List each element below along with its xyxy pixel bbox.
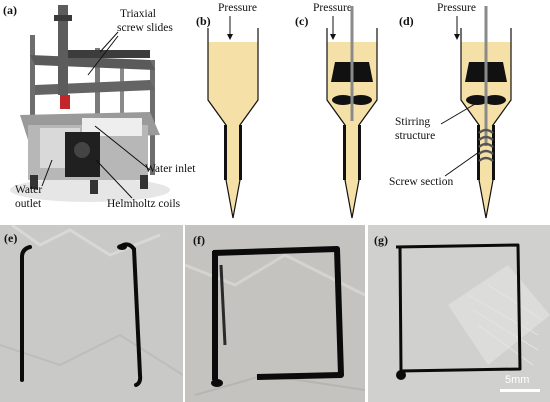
panel-d-pressure-label: Pressure (437, 2, 476, 14)
panel-b-schematic: (b) Pressure (190, 0, 295, 222)
print-f-photo-illustration (185, 225, 365, 402)
panel-c-schematic: (c) Pressure (295, 0, 395, 222)
annotation-outlet: outlet (15, 198, 42, 210)
panel-c-pressure-label: Pressure (313, 2, 352, 14)
panel-b-label: (b) (196, 14, 211, 28)
panel-f-photo: (f) (185, 225, 365, 402)
nozzle-b-drawing (207, 16, 259, 219)
panel-d-label: (d) (399, 14, 414, 28)
panel-a-leader-lines (41, 31, 151, 199)
annotation-helmholtz-coils: Helmholtz coils (107, 198, 181, 210)
nozzle-c-drawing (326, 6, 378, 219)
annotation-screw-slides: screw slides (117, 22, 173, 34)
panel-b-pressure-label: Pressure (218, 2, 257, 14)
panel-f-label: (f) (193, 233, 205, 247)
panel-g-photo: (g) 5mm (368, 225, 550, 402)
print-e-photo-illustration (0, 225, 183, 402)
print-g-photo-illustration (368, 225, 550, 402)
annotation-water: Water (15, 184, 43, 196)
scale-bar-label: 5mm (505, 374, 530, 386)
panel-c-label: (c) (295, 14, 309, 28)
panel-a-photo: (a) Triaxial screw slides Water inlet Wa… (0, 0, 195, 222)
panel-d-stirring-label-1: Stirring (395, 116, 431, 128)
annotation-water-inlet: Water inlet (145, 163, 196, 175)
panel-d-schematic: (d) Pressure Stirring structure Screw se… (389, 0, 550, 222)
nozzle-d-drawing (440, 6, 512, 219)
panel-g-label: (g) (374, 233, 388, 247)
panel-a-label: (a) (3, 3, 17, 17)
panel-d-stirring-label-2: structure (395, 130, 436, 142)
panel-e-photo: (e) (0, 225, 183, 402)
panel-d-screw-label: Screw section (389, 176, 454, 188)
panel-e-label: (e) (4, 231, 18, 245)
annotation-triaxial: Triaxial (120, 8, 156, 20)
